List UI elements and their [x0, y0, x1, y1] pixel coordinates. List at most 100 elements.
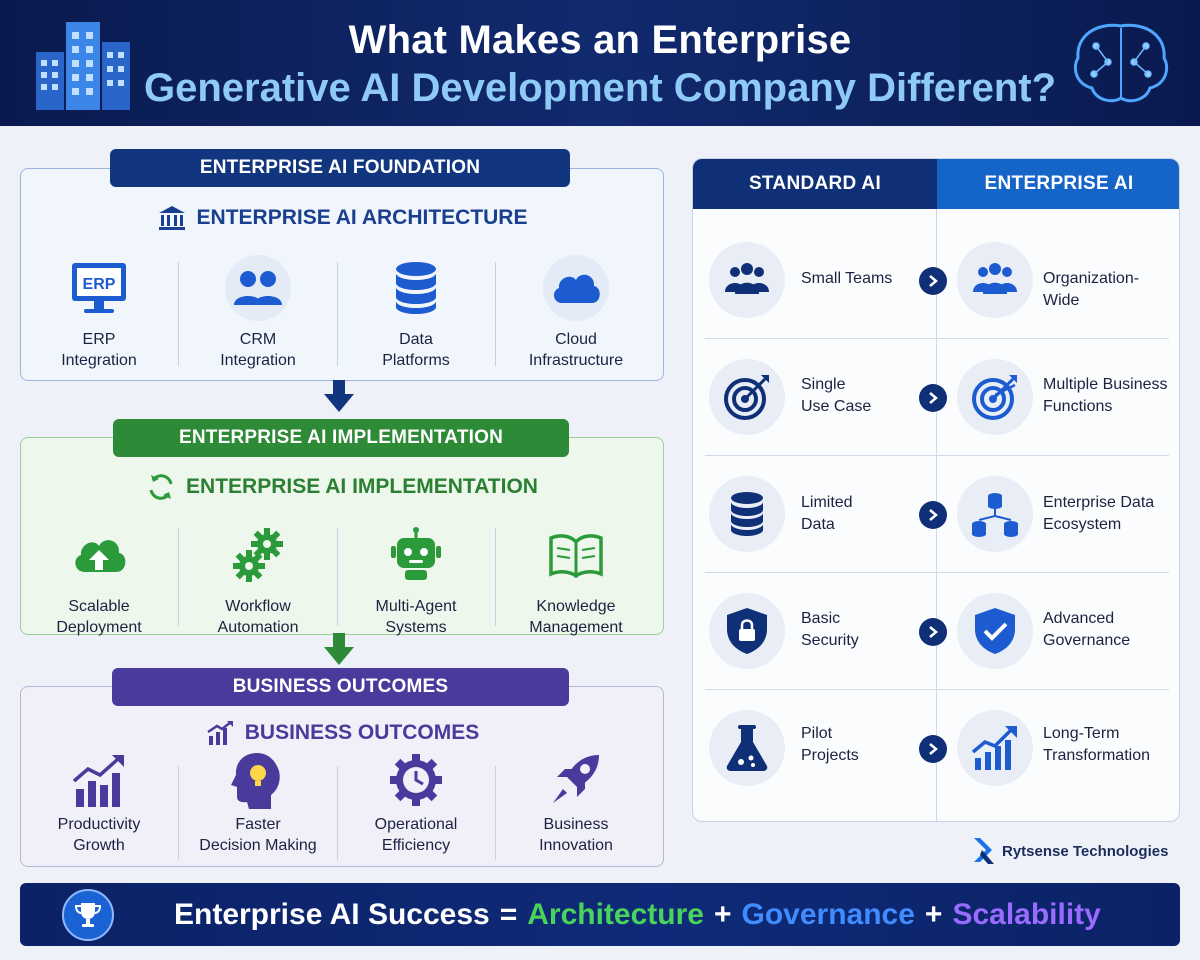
page-title-line2: Generative AI Development Company Differ…: [143, 66, 1057, 110]
arrow-down-icon: [324, 633, 354, 665]
formula-plus: +: [924, 897, 943, 931]
item-label-line2: Growth: [73, 837, 125, 854]
cloud-upload-icon: [75, 540, 126, 572]
outcomes-panel: [20, 686, 664, 867]
chevron-right-icon: [919, 501, 947, 529]
brand-logo-icon: [974, 838, 994, 864]
comparison-row: Small Teams Organization-Wide: [693, 222, 1179, 339]
brain-icon: [1073, 23, 1169, 103]
chevron-right-icon: [919, 735, 947, 763]
implementation-item-knowledge: Knowledge Management: [497, 522, 655, 638]
growth-chart-icon: [72, 755, 124, 807]
column-header-standard: STANDARD AI: [693, 159, 937, 209]
formula-equals: =: [499, 897, 518, 931]
item-label-line1: Faster: [235, 816, 281, 833]
outcomes-item-innovation: Business Innovation: [497, 754, 655, 856]
formula-scalability: Scalability: [952, 897, 1101, 931]
enterprise-label-line1: Long-Term: [1043, 725, 1120, 742]
bar-growth-icon: [207, 721, 233, 745]
bank-building-icon: [158, 206, 185, 230]
divider: [337, 528, 338, 626]
enterprise-label-line1: Multiple Business: [1043, 376, 1168, 393]
comparison-row: Basic Security Advanced Governance: [693, 573, 1179, 690]
item-label-line1: Cloud: [555, 331, 597, 348]
page-title-line1: What Makes an Enterprise: [348, 18, 852, 62]
foundation-pill: ENTERPRISE AI FOUNDATION: [110, 149, 570, 187]
foundation-item-cloud: Cloud Infrastructure: [497, 255, 655, 371]
brand-logo: Rytsense Technologies: [972, 836, 1168, 866]
divider: [178, 262, 179, 366]
item-label-line2: Automation: [217, 619, 299, 636]
erp-monitor-icon: ERP: [72, 263, 126, 313]
clock-gear-icon: [390, 754, 442, 806]
formula-lead: Enterprise AI Success: [174, 897, 490, 931]
small-team-icon: [725, 263, 769, 294]
enterprise-label-line1: Enterprise Data: [1043, 494, 1155, 511]
cloud-icon: [553, 274, 600, 303]
item-label-line1: Data: [399, 331, 433, 348]
chevron-right-icon: [919, 618, 947, 646]
target-icon: [724, 375, 769, 420]
standard-label-line1: Small Teams: [801, 270, 893, 287]
item-label-line1: Productivity: [57, 816, 141, 833]
item-label-line2: Integration: [220, 352, 296, 369]
target-arrows-icon: [972, 375, 1017, 420]
erp-badge-text: ERP: [83, 276, 116, 293]
item-label-line2: Platforms: [382, 352, 450, 369]
item-label-line2: Systems: [385, 619, 447, 636]
standard-label-line2: Security: [801, 632, 859, 649]
foundation-item-erp: ERP ERP Integration: [20, 255, 178, 371]
implementation-item-multiagent: Multi-Agent Systems: [337, 522, 495, 638]
implementation-item-workflow: Workflow Automation: [179, 522, 337, 638]
foundation-subtitle: ENTERPRISE AI ARCHITECTURE: [20, 203, 664, 233]
foundation-item-data: Data Platforms: [337, 255, 495, 371]
item-label-line1: Operational: [374, 816, 458, 833]
rocket-icon: [553, 755, 599, 803]
book-icon: [549, 534, 603, 579]
buildings-icon: [36, 22, 130, 110]
head-bulb-icon: [231, 753, 280, 809]
check-shield-icon: [975, 608, 1015, 654]
outcomes-subtitle-text: BUSINESS OUTCOMES: [244, 721, 480, 744]
gears-icon: [233, 528, 283, 582]
divider: [495, 766, 496, 860]
enterprise-label-line2: Ecosystem: [1043, 516, 1122, 533]
robot-icon: [391, 527, 441, 580]
outcomes-item-efficiency: Operational Efficiency: [337, 754, 495, 856]
divider: [495, 262, 496, 366]
chevron-right-icon: [919, 267, 947, 295]
divider: [337, 262, 338, 366]
item-label-line1: CRM: [239, 331, 277, 348]
enterprise-label-line2: Governance: [1043, 632, 1131, 649]
enterprise-label-line2: Functions: [1043, 398, 1113, 415]
outcomes-pill: BUSINESS OUTCOMES: [112, 668, 569, 706]
organization-icon: [973, 263, 1017, 294]
item-label-line1: ERP: [82, 331, 116, 348]
item-label-line1: Workflow: [225, 598, 291, 615]
comparison-row: Limited Data Enterprise Data Ecosystem: [693, 456, 1179, 573]
formula-plus: +: [713, 897, 732, 931]
lock-shield-icon: [727, 608, 767, 654]
comparison-table: STANDARD AI ENTERPRISE AI Small Teams Or…: [692, 158, 1180, 822]
users-icon: [234, 271, 282, 305]
refresh-icon: [149, 474, 173, 500]
foundation-item-crm: CRM Integration: [179, 255, 337, 371]
standard-label-line2: Projects: [801, 747, 859, 764]
divider: [178, 528, 179, 626]
divider: [337, 766, 338, 860]
formula-architecture: Architecture: [527, 897, 704, 931]
trophy-badge: [62, 889, 114, 941]
item-label-line2: Innovation: [539, 837, 613, 854]
item-label-line2: Deployment: [56, 619, 142, 636]
implementation-subtitle-text: ENTERPRISE AI IMPLEMENTATION: [186, 475, 538, 498]
enterprise-label-line1: Advanced: [1043, 610, 1115, 627]
divider: [495, 528, 496, 626]
outcomes-item-productivity: Productivity Growth: [20, 754, 178, 856]
standard-label-line1: Pilot: [801, 725, 833, 742]
item-label-line2: Decision Making: [199, 837, 317, 854]
header-banner: What Makes an Enterprise Generative AI D…: [0, 0, 1200, 126]
enterprise-label-line2: Transformation: [1043, 747, 1150, 764]
chevron-right-icon: [919, 384, 947, 412]
divider: [178, 766, 179, 860]
implementation-pill: ENTERPRISE AI IMPLEMENTATION: [113, 419, 569, 457]
